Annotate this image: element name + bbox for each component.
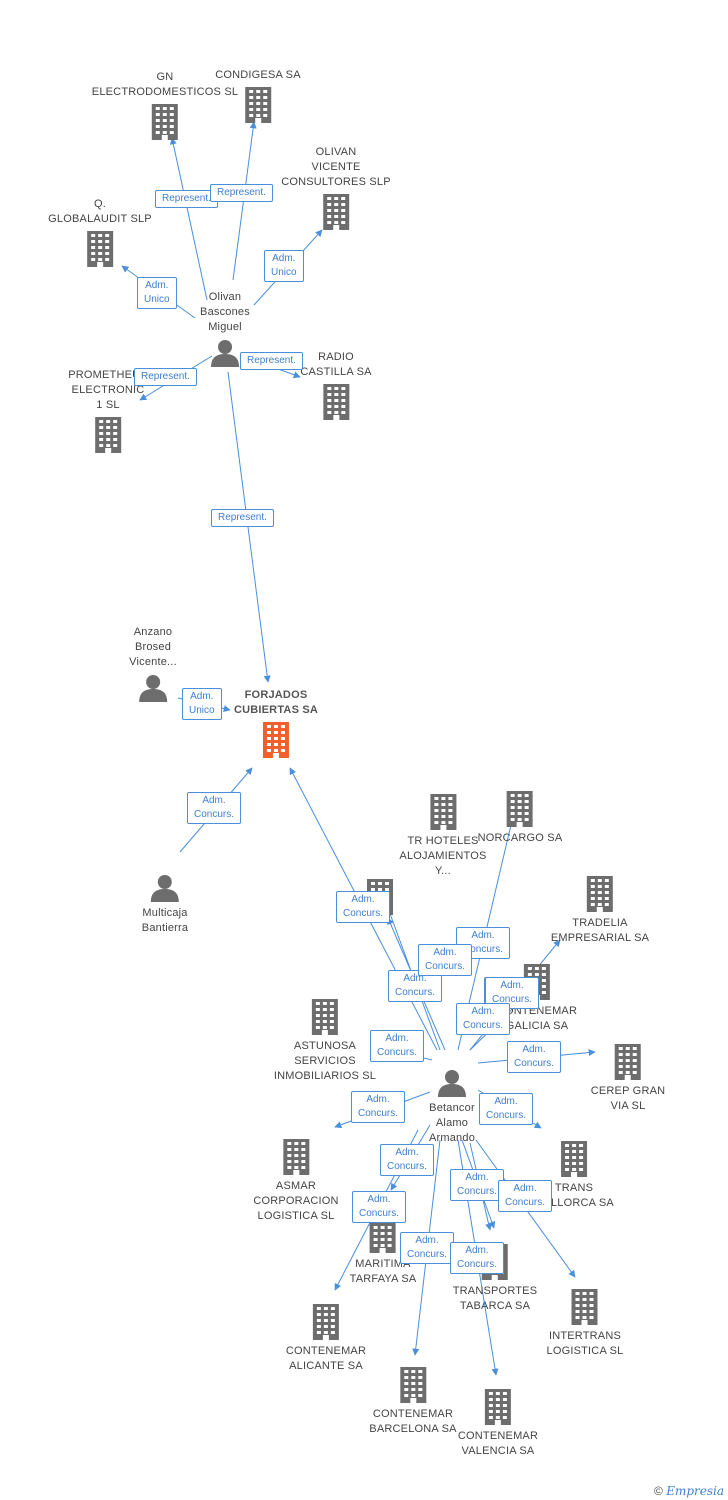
node-label: TRANSPORTES TABARCA SA [452,1285,538,1312]
node-label: PROMETHEUS ELECTRONIC 1 SL [68,369,148,411]
edge-label-betancor-to-trans_mallorca[interactable]: Adm. Concurs. [479,1093,534,1125]
node-asmar[interactable]: ASMAR CORPORACION LOGISTICA SL [253,1135,338,1224]
building-icon [263,722,289,758]
node-label: CEREP GRAN VIA SL [590,1085,666,1112]
edge-label-betancor-to-tabarca[interactable]: Adm. Concurs. [450,1169,505,1201]
edge-label-olivan_person-to-prometheus[interactable]: Represent. [134,368,197,386]
node-label: NORCARGO SA [477,832,563,844]
edge-label-olivan_person-to-condigesa[interactable]: Represent. [210,184,273,202]
edge-label-multicaja-to-forjados[interactable]: Adm. Concurs. [187,792,242,824]
building-icon [614,1044,641,1080]
node-label: FORJADOS CUBIERTAS SA [233,689,319,716]
node-label: TR HOTELES ALOJAMIENTOS Y... [399,835,487,877]
node-condigesa[interactable]: CONDIGESA SA [215,68,301,127]
node-prometheus[interactable]: PROMETHEUS ELECTRONIC 1 SL [68,368,148,457]
building-icon [312,1304,339,1340]
node-forjados[interactable]: FORJADOS CUBIERTAS SA [234,688,318,762]
edge-olivan_person-to-forjados [227,371,271,683]
building-icon [429,794,456,830]
edge-olivan_person-to-gn [169,137,208,301]
node-label: ASMAR CORPORACION LOGISTICA SL [253,1180,339,1222]
node-label: CONTENEMAR BARCELONA SA [369,1408,457,1435]
brand-name: Empresia [666,1484,724,1498]
copyright-symbol: © [654,1484,663,1498]
edge-label-betancor-to-maritima[interactable]: Adm. Concurs. [380,1144,435,1176]
node-label: Betancor Alamo Armando [428,1102,476,1144]
edge-label-olivan_person-to-gn[interactable]: Represent. [155,190,218,208]
building-icon [507,791,533,827]
node-cerep[interactable]: CEREP GRAN VIA SL [591,1040,666,1114]
node-label: GN ELECTRODOMESTICOS SL [91,71,239,98]
node-label: INTERTRANS LOGISTICA SL [546,1330,624,1357]
building-icon [86,231,113,267]
node-label: MARITIMA TARFAYA SA [349,1258,417,1285]
edge-label-betancor-to-intertrans[interactable]: Adm. Concurs. [498,1180,553,1212]
building-icon [587,876,613,912]
edge-label-betancor-to-valencia[interactable]: Adm. Concurs. [450,1242,505,1274]
person-icon [437,1070,466,1097]
node-label: CONDIGESA SA [215,69,301,81]
edge-label-betancor-to-forjados[interactable]: Adm. Concurs. [336,891,391,923]
node-olivan_vicente[interactable]: OLIVAN VICENTE CONSULTORES SLP [281,145,391,234]
node-tradelia[interactable]: TRADELIA EMPRESARIAL SA [551,872,649,946]
person-icon [210,340,239,367]
node-olivan_person[interactable]: Olivan Bascones Miguel [200,290,250,371]
building-icon [322,194,349,230]
building-icon [282,1139,309,1175]
node-intertrans[interactable]: INTERTRANS LOGISTICA SL [547,1285,624,1359]
building-icon [484,1389,511,1425]
edge-label-betancor-to-forjados[interactable]: Adm. Concurs. [456,1003,511,1035]
node-tr_hoteles[interactable]: TR HOTELES ALOJAMIENTOS Y... [399,790,486,879]
edge-label-betancor-to-norcargo[interactable]: Adm. Concurs. [456,927,511,959]
building-icon [571,1289,598,1325]
node-label: Multicaja Bantierra [141,907,189,934]
node-label: CONTENEMAR ALICANTE SA [285,1345,367,1372]
node-anzano[interactable]: Anzano Brosed Vicente... [129,625,177,706]
node-alicante[interactable]: CONTENEMAR ALICANTE SA [286,1300,366,1374]
edge-label-anzano-to-forjados[interactable]: Adm. Unico [182,688,222,720]
node-label: Q. GLOBALAUDIT SLP [48,198,152,225]
node-astunosa[interactable]: ASTUNOSA SERVICIOS INMOBILIARIOS SL [274,995,376,1084]
node-qglobal[interactable]: Q. GLOBALAUDIT SLP [48,197,152,271]
node-label: TRADELIA EMPRESARIAL SA [550,917,650,944]
edge-label-betancor-to-contenemar_galicia[interactable]: Adm. Concurs. [485,977,540,1009]
node-norcargo[interactable]: NORCARGO SA [478,787,563,846]
edge-label-betancor-to-barcelona[interactable]: Adm. Concurs. [400,1232,455,1264]
edge-label-betancor-to-astunosa[interactable]: Adm. Concurs. [370,1030,425,1062]
person-icon [138,675,167,702]
node-label: Anzano Brosed Vicente... [129,626,177,668]
node-barcelona[interactable]: CONTENEMAR BARCELONA SA [369,1363,456,1437]
edge-label-olivan_person-to-olivan_vicente[interactable]: Adm. Unico [264,250,304,282]
node-label: Olivan Bascones Miguel [200,291,250,333]
building-icon [399,1367,426,1403]
edge-label-betancor-to-cerep[interactable]: Adm. Concurs. [507,1041,562,1073]
edge-label-olivan_person-to-radio[interactable]: Represent. [240,352,303,370]
edge-label-olivan_person-to-forjados[interactable]: Represent. [211,509,274,527]
edge-label-betancor-to-alicante[interactable]: Adm. Concurs. [352,1191,407,1223]
node-multicaja[interactable]: Multicaja Bantierra [142,870,188,936]
footer-brand: © Empresia [654,1484,724,1498]
edge-label-betancor-to-hidden1[interactable]: Adm. Concurs. [418,944,473,976]
node-valencia[interactable]: CONTENEMAR VALENCIA SA [458,1385,538,1459]
node-maritima[interactable]: MARITIMA TARFAYA SA [350,1213,417,1287]
edge-label-olivan_person-to-qglobal[interactable]: Adm. Unico [137,277,177,309]
building-icon [311,999,338,1035]
node-label: CONTENEMAR VALENCIA SA [457,1430,539,1457]
building-icon [95,417,121,453]
building-icon [244,87,271,123]
node-betancor[interactable]: Betancor Alamo Armando [429,1065,475,1146]
building-icon [322,384,349,420]
node-radio[interactable]: RADIO CASTILLA SA [300,350,371,424]
node-gn[interactable]: GN ELECTRODOMESTICOS SL [92,70,238,144]
node-label: RADIO CASTILLA SA [300,351,372,378]
building-icon [151,104,178,140]
node-label: OLIVAN VICENTE CONSULTORES SLP [281,146,391,188]
building-icon [561,1141,587,1177]
person-icon [151,875,179,902]
edge-label-betancor-to-asmar[interactable]: Adm. Concurs. [351,1091,406,1123]
node-label: ASTUNOSA SERVICIOS INMOBILIARIOS SL [273,1040,377,1082]
